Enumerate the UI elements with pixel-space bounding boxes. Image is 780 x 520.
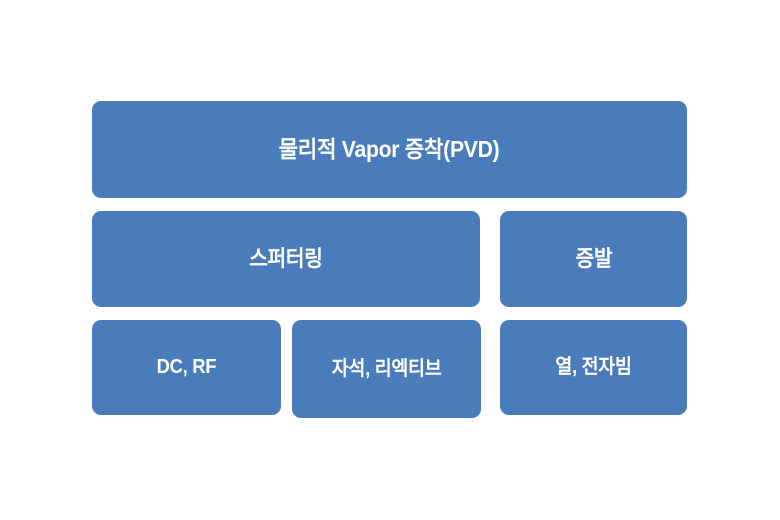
node-sputtering-label: 스퍼터링 — [249, 246, 323, 272]
node-evaporation-label: 증발 — [575, 246, 612, 272]
node-sputtering[interactable]: 스퍼터링 — [92, 211, 480, 307]
node-dc-rf[interactable]: DC, RF — [92, 320, 281, 415]
node-pvd[interactable]: 물리적 Vapor 증착(PVD) — [92, 101, 687, 198]
node-evaporation[interactable]: 증발 — [500, 211, 687, 307]
node-magnet-reactive-label: 자석, 리엑티브 — [331, 357, 442, 380]
node-dc-rf-label: DC, RF — [156, 356, 217, 378]
node-magnet-reactive[interactable]: 자석, 리엑티브 — [292, 320, 481, 418]
node-thermal-ebeam[interactable]: 열, 전자빔 — [500, 320, 687, 415]
node-thermal-ebeam-label: 열, 전자빔 — [555, 356, 632, 378]
node-pvd-label: 물리적 Vapor 증착(PVD) — [279, 136, 500, 163]
